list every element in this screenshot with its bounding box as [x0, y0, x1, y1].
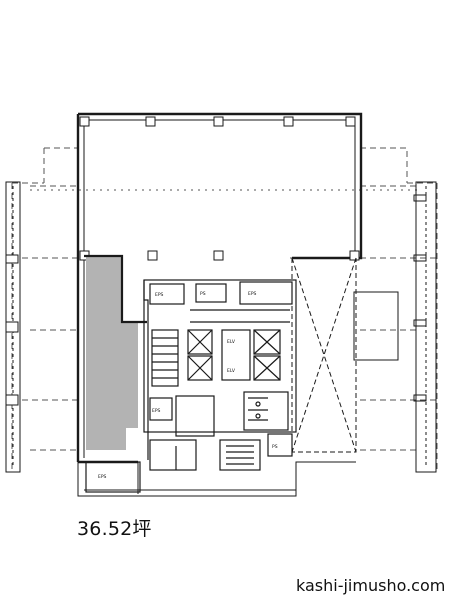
- right-facade: [413, 181, 437, 473]
- area-boundary: [84, 254, 147, 324]
- room-label-eps-1: EPS: [155, 292, 164, 298]
- room-label-eps-2: EPS: [248, 291, 257, 297]
- site-watermark: kashi-jimusho.com: [296, 576, 446, 595]
- room-label-ps-1: PS: [200, 291, 206, 297]
- rentable-area: [86, 256, 138, 450]
- floor-plan: EPS PS EPS ELV ELV EPS PS EPS: [5, 112, 438, 497]
- room-label-ps-2: PS: [272, 444, 278, 450]
- room-label-eps-4: EPS: [98, 474, 107, 480]
- floor-plan-drawing: EPS PS EPS ELV ELV EPS PS EPS: [5, 112, 438, 497]
- building-core: [85, 279, 297, 493]
- core-labels: EPS PS EPS ELV ELV EPS PS EPS: [98, 291, 278, 480]
- room-label-eps-3: EPS: [152, 408, 161, 414]
- room-label-elv-1: ELV: [227, 339, 236, 345]
- room-label-elv-2: ELV: [227, 368, 236, 374]
- area-label: 36.52坪: [77, 518, 152, 540]
- columns: [5, 116, 360, 406]
- dashed-outline: [11, 147, 438, 470]
- bottom-structure: [77, 461, 356, 497]
- atrium-void: [291, 257, 399, 453]
